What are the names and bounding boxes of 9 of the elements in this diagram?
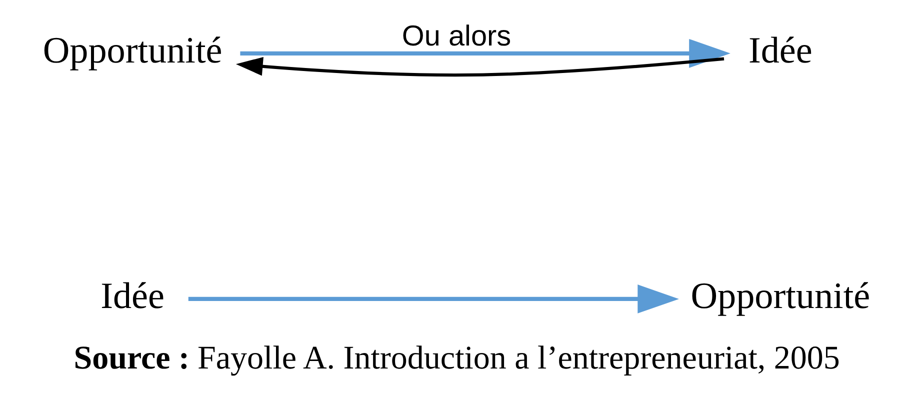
edge-label: Ou alors (401, 20, 511, 53)
arrow (235, 57, 724, 77)
arrow (188, 284, 678, 314)
node-text: Idée (100, 276, 164, 318)
node-text: Opportunité (42, 30, 222, 72)
node-text: Opportunité (690, 276, 870, 318)
arrow (240, 38, 730, 68)
node-text: Idée (748, 30, 812, 72)
caption: Source : Fayolle A. Introduction a l’entrepreneuriat, 2005 (73, 340, 840, 377)
